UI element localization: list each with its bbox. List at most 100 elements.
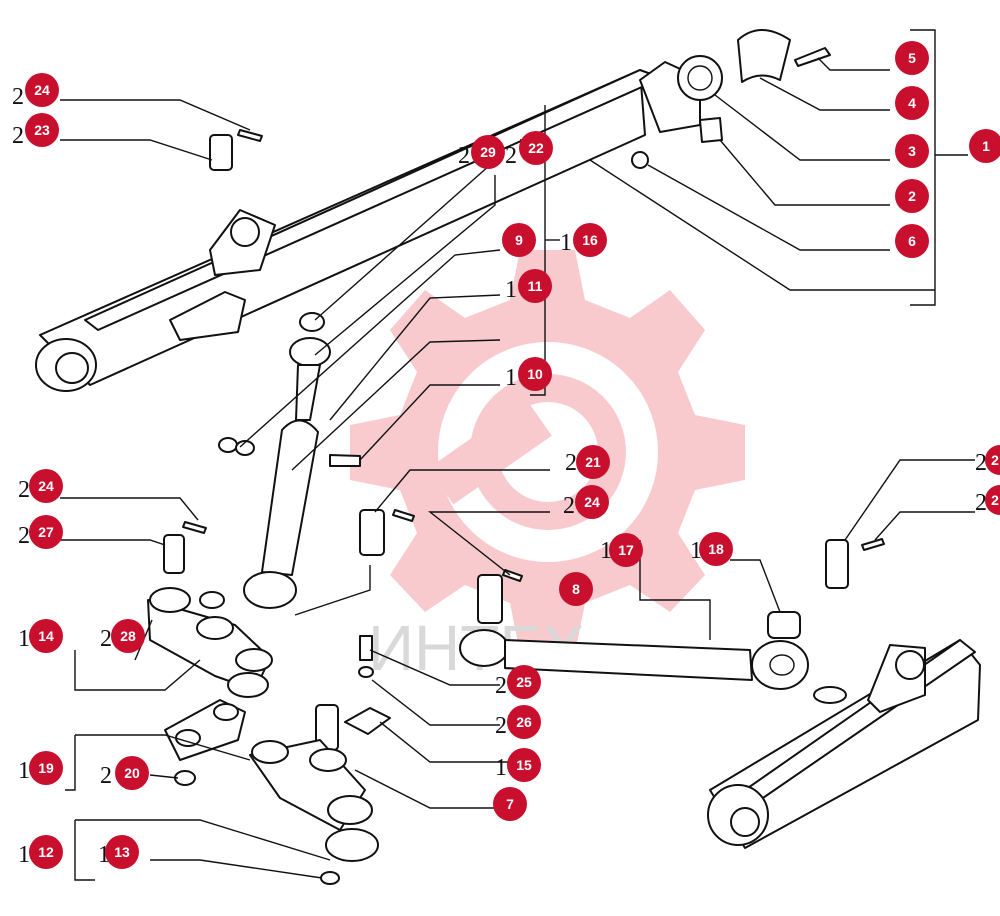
- lift-rod: [218, 312, 361, 609]
- leader-lines: [60, 29, 975, 881]
- callout-badge-4: 4: [895, 86, 929, 120]
- svg-text:8: 8: [572, 581, 580, 597]
- svg-text:2: 2: [975, 450, 987, 476]
- svg-text:2: 2: [495, 713, 507, 739]
- svg-text:17: 17: [618, 542, 634, 558]
- callout-badge-12: 12: [29, 835, 63, 869]
- svg-text:1: 1: [982, 138, 990, 154]
- callout-badge-5: 5: [895, 41, 929, 75]
- svg-text:24: 24: [38, 478, 54, 494]
- svg-text:2: 2: [991, 492, 999, 508]
- callout-badge-15: 15: [507, 748, 541, 782]
- callout-badge-2: 2: [895, 179, 929, 213]
- callout-badge-24: 24: [575, 485, 609, 519]
- callout-badge-11: 11: [518, 269, 552, 303]
- callout-badge-24: 24: [29, 469, 63, 503]
- callout-badge-19: 19: [29, 751, 63, 785]
- svg-text:10: 10: [527, 366, 543, 382]
- svg-text:2: 2: [18, 523, 30, 549]
- callout-badge-17: 17: [609, 533, 643, 567]
- svg-text:2: 2: [908, 188, 916, 204]
- svg-text:1: 1: [600, 538, 612, 564]
- lower-links: [147, 587, 379, 885]
- svg-text:1: 1: [18, 842, 30, 868]
- svg-text:20: 20: [124, 765, 140, 781]
- svg-text:22: 22: [528, 140, 544, 156]
- svg-text:25: 25: [516, 674, 532, 690]
- svg-text:29: 29: [480, 144, 496, 160]
- callout-badges: 24 23 5 4 3 1 2 6 29 22 9 16 11 10 21 24…: [25, 41, 1000, 869]
- svg-text:1: 1: [505, 365, 517, 391]
- svg-text:5: 5: [908, 50, 916, 66]
- callout-badge-6: 6: [895, 224, 929, 258]
- svg-text:2: 2: [12, 123, 24, 149]
- callout-badge-29: 29: [471, 135, 505, 169]
- svg-text:1: 1: [495, 755, 507, 781]
- watermark-gear-icon: [350, 250, 745, 653]
- callout-badge-24: 24: [25, 73, 59, 107]
- svg-text:1: 1: [505, 277, 517, 303]
- callout-badge-26: 26: [507, 705, 541, 739]
- svg-text:2: 2: [12, 84, 24, 110]
- svg-text:11: 11: [528, 278, 543, 294]
- svg-text:1: 1: [18, 626, 30, 652]
- callout-badge-21: 21: [576, 445, 610, 479]
- svg-text:2: 2: [100, 626, 112, 652]
- callout-badge-10: 10: [518, 357, 552, 391]
- callout-badge-28: 28: [111, 619, 145, 653]
- label-digit-fragments: 2 2 2 2 1 1 1 2 2 2 2 1 2 1 1 1 2 1 1 2 …: [12, 84, 987, 868]
- svg-text:2: 2: [495, 673, 507, 699]
- svg-text:4: 4: [908, 95, 916, 111]
- svg-text:19: 19: [38, 760, 54, 776]
- svg-text:13: 13: [114, 844, 130, 860]
- svg-text:24: 24: [584, 494, 600, 510]
- callout-badge-8: 8: [559, 572, 593, 606]
- svg-text:26: 26: [516, 714, 532, 730]
- svg-text:1: 1: [690, 538, 702, 564]
- svg-text:2: 2: [458, 143, 470, 169]
- svg-text:2: 2: [505, 143, 517, 169]
- callout-badge-20: 20: [115, 756, 149, 790]
- svg-text:2: 2: [991, 452, 999, 468]
- svg-text:2: 2: [100, 763, 112, 789]
- callout-badge-25: 25: [507, 665, 541, 699]
- svg-text:12: 12: [38, 844, 54, 860]
- svg-text:2: 2: [565, 450, 577, 476]
- horizontal-rod: [459, 538, 885, 690]
- callout-badge-18: 18: [699, 532, 733, 566]
- svg-text:14: 14: [38, 628, 54, 644]
- svg-text:3: 3: [908, 143, 916, 159]
- svg-text:27: 27: [38, 524, 54, 540]
- pins-left: [163, 129, 263, 574]
- svg-text:2: 2: [975, 490, 987, 516]
- svg-text:15: 15: [516, 757, 532, 773]
- svg-text:2: 2: [18, 477, 30, 503]
- callout-badge-3: 3: [895, 134, 929, 168]
- callout-badge-13: 13: [105, 835, 139, 869]
- callout-badge-7: 7: [493, 787, 527, 821]
- callout-badge-16: 16: [573, 223, 607, 257]
- svg-text:23: 23: [34, 122, 50, 138]
- bearing-parts: [631, 29, 831, 169]
- svg-text:1: 1: [560, 230, 572, 256]
- svg-text:1: 1: [18, 758, 30, 784]
- svg-text:16: 16: [582, 232, 598, 248]
- callout-badge-1: 1: [969, 129, 1000, 163]
- small-fasteners: [344, 635, 391, 735]
- svg-text:18: 18: [708, 541, 724, 557]
- svg-text:6: 6: [908, 233, 916, 249]
- svg-text:24: 24: [34, 82, 50, 98]
- callout-badge-9: 9: [502, 223, 536, 257]
- svg-text:9: 9: [515, 232, 523, 248]
- callout-badge-partial-right-top: 2: [985, 445, 1000, 475]
- svg-text:21: 21: [585, 454, 601, 470]
- callout-badge-22: 22: [519, 131, 553, 165]
- callout-badge-14: 14: [29, 619, 63, 653]
- svg-text:28: 28: [120, 628, 136, 644]
- callout-badge-27: 27: [29, 515, 63, 549]
- svg-text:7: 7: [506, 796, 514, 812]
- svg-text:2: 2: [563, 493, 575, 519]
- callout-badge-partial-right-bottom: 2: [985, 485, 1000, 515]
- right-lift-arm: [707, 639, 981, 849]
